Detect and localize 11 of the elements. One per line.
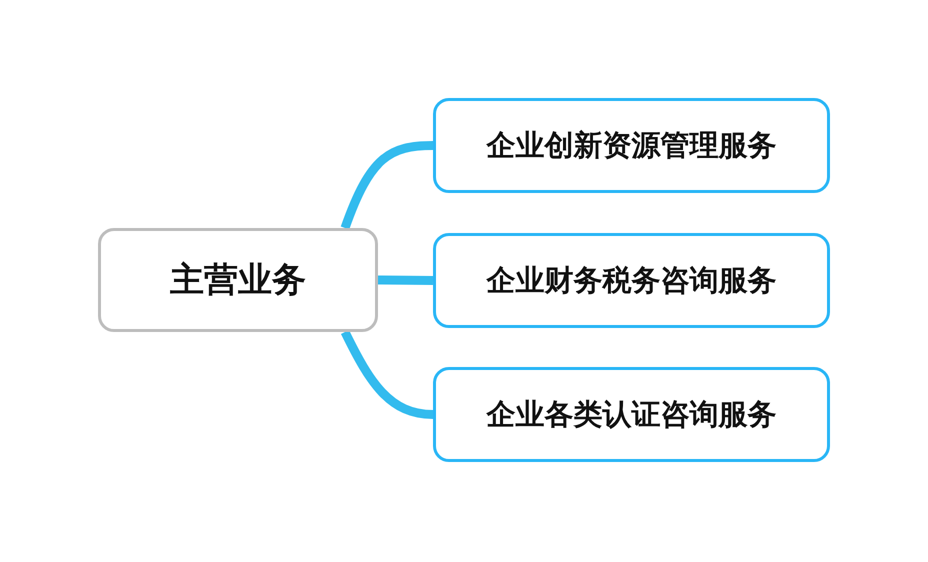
node-label: 企业各类认证咨询服务 (486, 396, 776, 432)
branch-connector (340, 141, 434, 230)
subtopic-box (433, 367, 830, 462)
topic-box (98, 228, 378, 332)
node-label: 主营业务 (170, 259, 306, 302)
node-label: 企业财务税务咨询服务 (486, 262, 776, 298)
node-label: 企业创新资源管理服务 (486, 126, 776, 164)
branch-connector (378, 276, 434, 285)
subtopic-box (433, 98, 830, 193)
subtopic-box (433, 233, 830, 328)
branch-connector (340, 330, 434, 419)
